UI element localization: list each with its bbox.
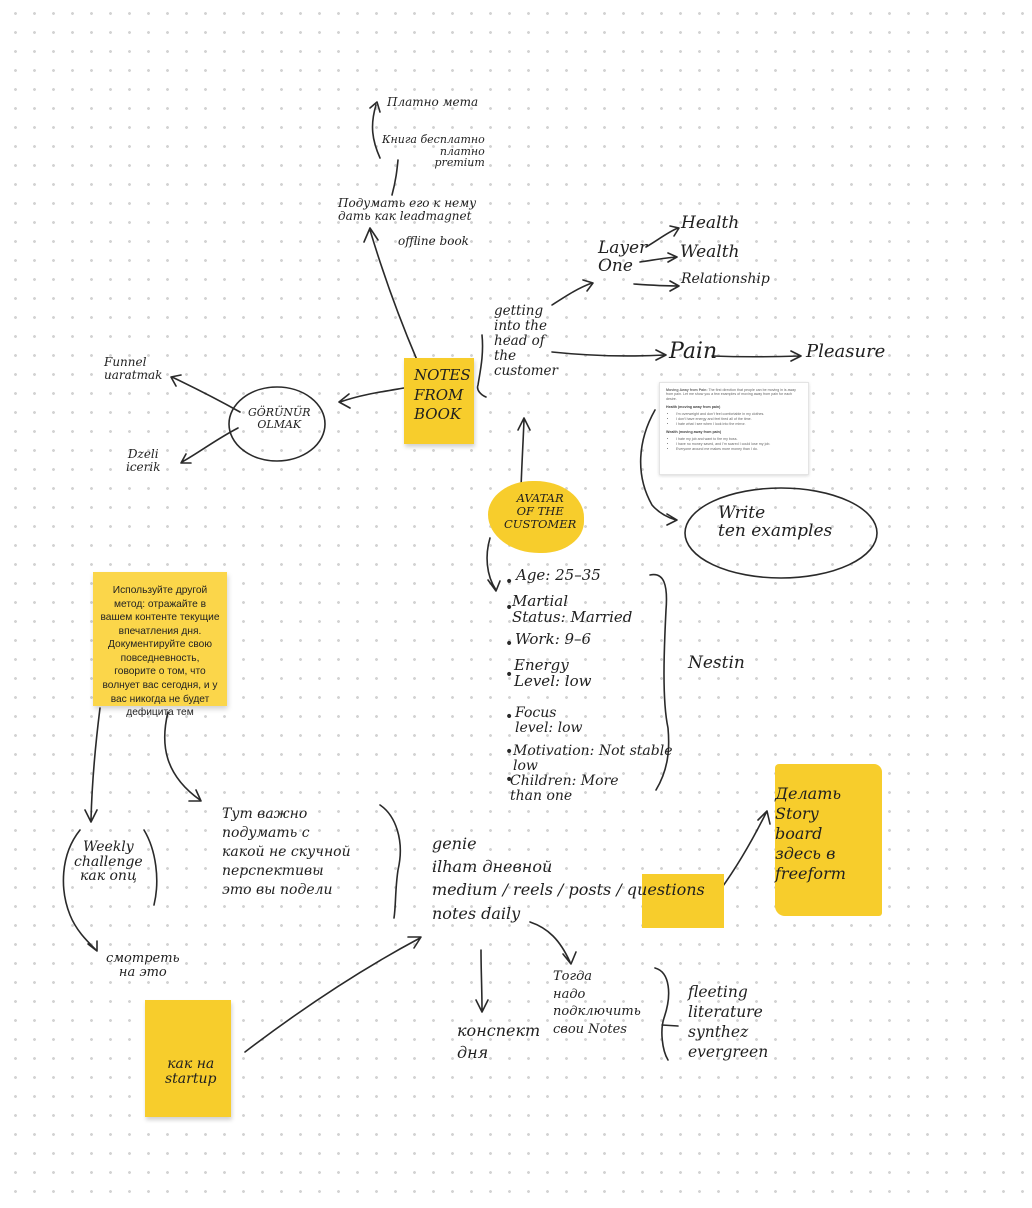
- avatar-item-motivation: Motivation: Not stable low: [513, 743, 673, 774]
- list-item: Everyone around me makes more money than…: [676, 447, 802, 452]
- genie-label: genie ilham дневной medium / reels / pos…: [432, 834, 705, 923]
- avatar-item-work: Work: 9–6: [515, 630, 592, 648]
- arrow-genie-to-togda: [529, 921, 577, 965]
- list-item: I have no money saved, and I'm scared I …: [676, 442, 802, 447]
- smotret-label: смотреть на это: [106, 951, 180, 980]
- funnel-label: Funnel uaratmak: [104, 355, 163, 382]
- pain-label: Pain: [669, 339, 718, 364]
- top-branch-platno: Платно мета: [387, 95, 479, 109]
- avatar-label: AVATAR OF THE CUSTOMER: [504, 491, 577, 532]
- brace-avatar-list: [486, 537, 501, 592]
- layer-one-label: Layer One: [598, 238, 648, 276]
- nestin-label: Nestin: [688, 653, 745, 673]
- arrow-startup-to-genie: [244, 936, 422, 1053]
- avatar-item-focus: Focus level: low: [515, 705, 583, 736]
- arrow-genie-to-konspekt: [475, 949, 489, 1013]
- brace-notes-types: [654, 967, 679, 1061]
- avatar-item-age: Age: 25–35: [516, 566, 601, 584]
- arrow-pain-to-pleasure: [711, 350, 802, 362]
- arrow-leadmagnet-to-book: [391, 159, 399, 196]
- list-item: I'm overweight and don't feel comfortabl…: [676, 412, 802, 417]
- list-item: I don't have energy and feel tired all o…: [676, 417, 802, 422]
- doc-wealth-heading: Wealth (moving away from pain): [666, 430, 722, 435]
- list-item: I hate my job and want to fire my boss.: [676, 437, 802, 442]
- brace-getting: [476, 334, 487, 398]
- avatar-item-children: Children: More than one: [510, 773, 619, 804]
- togda-label: Тогда надо подключить свои Notes: [553, 969, 641, 1037]
- weekly-challenge-label: Weekly challenge как опц: [74, 839, 143, 885]
- sticky-note-content-tip[interactable]: Используйте другой метод: отражайте в ва…: [93, 572, 227, 718]
- center-sticky[interactable]: NOTES FROM BOOK: [404, 358, 474, 444]
- arrow-center-to-leadmagnet: [363, 227, 418, 361]
- list-item: I hate what I see when I look into the m…: [676, 422, 802, 427]
- write-examples-label: Write ten examples: [718, 503, 833, 541]
- arrow-avatar-to-center: [517, 417, 531, 489]
- arrow-circle-to-funnel: [170, 374, 241, 413]
- startup-label: как на startup: [165, 1056, 217, 1087]
- arrow-layer-to-wealth: [639, 252, 678, 263]
- top-branch-offline-book: offline book: [398, 234, 469, 248]
- top-branch-book: Книга бесплатно платно premium: [382, 133, 485, 170]
- arrow-center-to-circle: [338, 387, 405, 409]
- arrow-layer-to-relationship: [633, 280, 680, 292]
- startup-sticky[interactable]: как на startup: [145, 1000, 231, 1117]
- gorunur-circle: [228, 386, 326, 462]
- doc-intro-text: The first direction that people can be m…: [666, 388, 796, 401]
- arrow-sticky-to-vazhno: [163, 711, 202, 802]
- brace-weekly-left: [62, 829, 98, 952]
- arrow-book-to-platno: [369, 101, 381, 159]
- avatar-blob[interactable]: AVATAR OF THE CUSTOMER: [488, 481, 584, 553]
- arrow-to-write: [639, 409, 678, 526]
- notes-types-label: fleeting literature synthez evergreen: [688, 983, 769, 1062]
- layer-item-relationship: Relationship: [681, 271, 770, 287]
- vazhno-label: Тут важно подумать с какой не скучной пе…: [222, 806, 351, 898]
- arrow-sticky-to-weekly: [84, 707, 101, 823]
- gorunur-olmak-label: GÖRÜNÜR OLMAK: [248, 406, 311, 431]
- doc-intro-bold: Moving Away from Pain:: [666, 388, 708, 392]
- dzeli-label: Dzeli icerik: [126, 447, 161, 474]
- sdelat-label: Делать Story board здесь в freeform: [775, 784, 846, 883]
- doc-wealth-list: I hate my job and want to fire my boss. …: [666, 437, 802, 452]
- arrow-layer-to-health: [645, 225, 680, 248]
- brace-nestin: [649, 573, 670, 791]
- write-ellipse: [684, 487, 878, 579]
- questions-highlight: [642, 874, 724, 928]
- storyboard-sticky[interactable]: Делать Story board здесь в freeform: [775, 764, 882, 916]
- layer-item-wealth: Wealth: [680, 242, 740, 262]
- doc-health-heading: Health (moving away from pain): [666, 405, 721, 410]
- doc-health-list: I'm overweight and don't feel comfortabl…: [666, 412, 802, 427]
- layer-item-health: Health: [681, 213, 740, 233]
- arrow-circle-to-dzeli: [180, 427, 239, 464]
- pleasure-label: Pleasure: [806, 341, 886, 362]
- brace-weekly-right: [143, 829, 158, 906]
- arrow-questions-to-sdelat: [717, 810, 771, 894]
- getting-into-head-label: getting into the head of the customer: [494, 303, 558, 380]
- arrow-getting-to-pain: [551, 349, 667, 361]
- avatar-item-status: Martial Status: Married: [512, 592, 633, 626]
- center-sticky-text: NOTES FROM BOOK: [414, 366, 471, 423]
- konspekt-label: конспект дня: [457, 1021, 541, 1063]
- doc-intro: Moving Away from Pain: The first directi…: [666, 388, 802, 401]
- avatar-item-energy: Energy Level: low: [514, 656, 592, 690]
- arrow-getting-to-layer: [551, 279, 594, 306]
- document-thumbnail[interactable]: Moving Away from Pain: The first directi…: [659, 382, 809, 475]
- brace-vazhno: [379, 804, 402, 919]
- top-branch-leadmagnet: Подумать его к нему дать как leadmagnet: [338, 196, 477, 223]
